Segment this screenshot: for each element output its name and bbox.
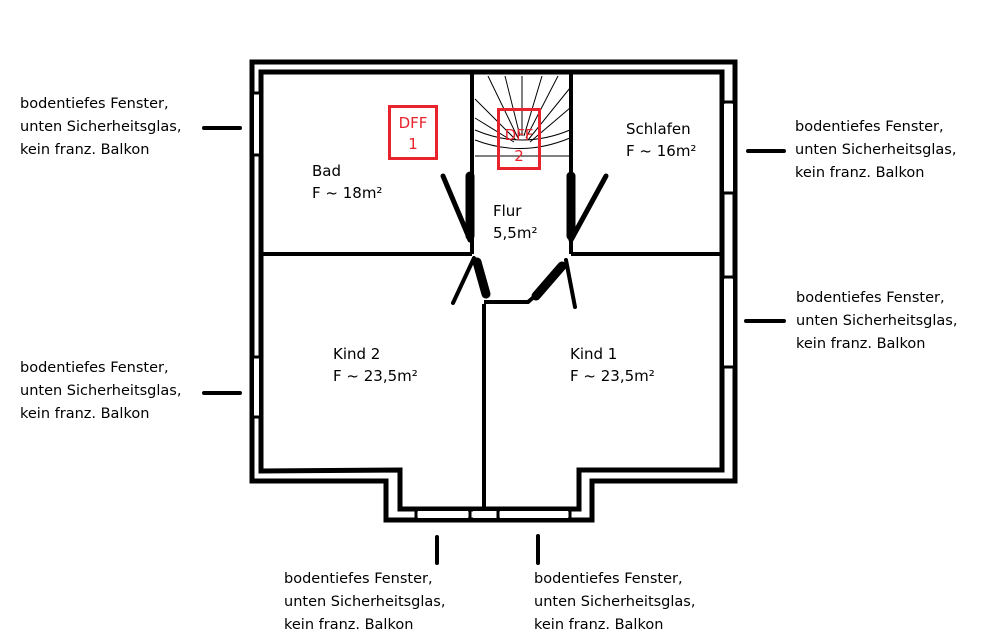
room-name: Flur [493, 202, 522, 220]
window-note-bottom-left: bodentiefes Fenster, unten Sicherheitsgl… [284, 571, 446, 633]
room-area: F ~ 18m² [312, 184, 383, 202]
door-kind1 [531, 258, 577, 309]
room-area: F ~ 23,5m² [570, 367, 655, 385]
window-left-top [254, 94, 259, 154]
room-area: 5,5m² [493, 224, 538, 242]
skylight-dff1: DFF 1 [388, 105, 438, 160]
window-right-bottom [724, 279, 733, 366]
room-name: Bad [312, 162, 342, 180]
note-pointers [202, 126, 786, 565]
window-note-right-top: bodentiefes Fenster, unten Sicherheitsgl… [795, 119, 957, 181]
skylight-label: DFF [504, 126, 534, 144]
room-flur: Flur 5,5m² [493, 200, 537, 244]
room-schlafen: Schlafen F ~ 16m² [626, 118, 696, 162]
window-note-left-bottom: bodentiefes Fenster, unten Sicherheitsgl… [20, 360, 182, 422]
window-note-bottom-right: bodentiefes Fenster, unten Sicherheitsgl… [534, 571, 696, 633]
staircase [474, 75, 571, 157]
doors [440, 171, 609, 309]
window-left-bottom [254, 358, 259, 416]
skylight-number: 2 [514, 147, 524, 165]
outer-walls [249, 59, 738, 523]
inner-wall-line [258, 69, 725, 512]
door-schlafen [566, 171, 609, 243]
skylight-dff2: DFF 2 [497, 108, 541, 170]
window-right-top [724, 104, 733, 192]
outer-wall-line [249, 59, 738, 523]
room-name: Kind 2 [333, 345, 381, 363]
skylight-number: 1 [408, 135, 418, 153]
room-kind1: Kind 1 F ~ 23,5m² [570, 343, 655, 387]
room-kind2: Kind 2 F ~ 23,5m² [333, 343, 418, 387]
room-name: Schlafen [626, 120, 691, 138]
door-kind2 [451, 256, 491, 305]
room-name: Kind 1 [570, 345, 618, 363]
window-note-left-top: bodentiefes Fenster, unten Sicherheitsgl… [20, 96, 182, 158]
room-area: F ~ 16m² [626, 142, 697, 160]
room-area: F ~ 23,5m² [333, 367, 418, 385]
window-note-right-bottom: bodentiefes Fenster, unten Sicherheitsgl… [796, 290, 958, 352]
window-bottom-right [500, 511, 568, 518]
room-bad: Bad F ~ 18m² [312, 160, 382, 204]
skylight-label: DFF [398, 114, 428, 132]
windows [252, 91, 735, 520]
window-bottom-left [418, 511, 468, 518]
door-bad [440, 171, 475, 243]
window-bottom-mid [473, 511, 497, 518]
